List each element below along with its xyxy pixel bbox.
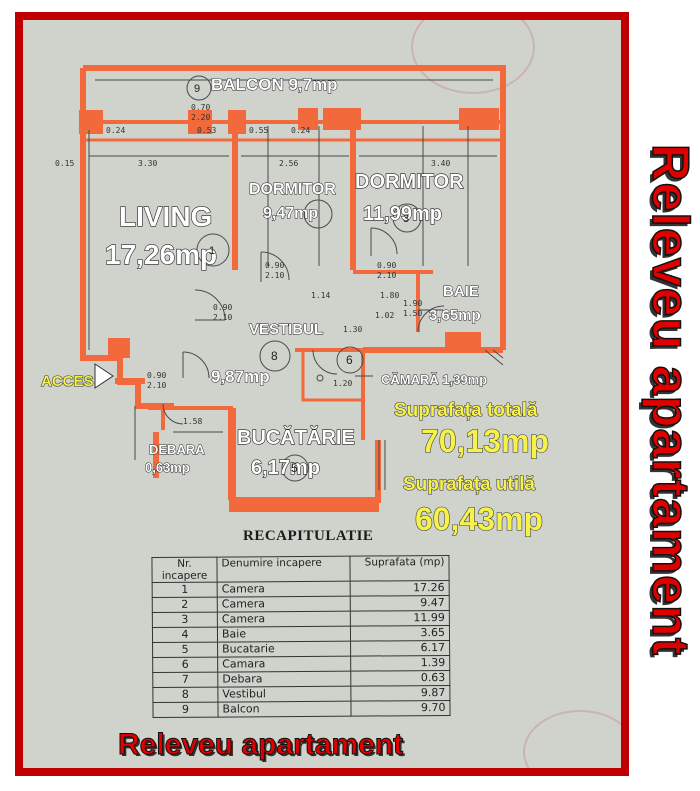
cell-number: 1 xyxy=(152,582,218,598)
access-label: ACCES xyxy=(41,373,94,390)
bedroom1-area: 9,47mp xyxy=(263,205,318,222)
kitchen-area: 6,17mp xyxy=(251,457,320,479)
dim-label: 1.14 xyxy=(311,291,330,300)
cell-number: 7 xyxy=(152,672,218,688)
col-header-name: Denumire incapere xyxy=(216,556,351,583)
cell-number: 9 xyxy=(152,702,219,718)
pantry-label: CĂMARĂ 1,39mp xyxy=(381,372,487,387)
cell-area: 1.39 xyxy=(350,655,450,672)
room-number: 5 xyxy=(291,461,298,475)
wall-pillars xyxy=(79,108,499,512)
cell-area: 17.26 xyxy=(350,580,450,597)
recap-table: Nr. incapere Denumire incapere Suprafata… xyxy=(151,555,451,718)
dim-label: 1.90 xyxy=(403,299,422,308)
dim-label: 2.56 xyxy=(279,159,298,168)
table-header-row: Nr. incapere Denumire incapere Suprafata… xyxy=(151,555,450,583)
bedroom1-label: DORMITOR xyxy=(249,181,336,198)
cell-area: 6.17 xyxy=(350,640,450,657)
dim-label: 1.80 xyxy=(380,291,399,300)
hallway-area: 9,87mp xyxy=(211,367,270,386)
total-area-value: 70,13mp xyxy=(421,423,549,459)
dim-label: 0.55 xyxy=(249,126,268,135)
useful-area-value: 60,43mp xyxy=(415,501,543,537)
cell-number: 6 xyxy=(152,657,218,673)
room-number: 8 xyxy=(271,349,278,363)
dim-label: 3.30 xyxy=(138,159,157,168)
col-header-area: Suprafata (mp) xyxy=(349,555,450,582)
cell-name: Camara xyxy=(217,656,351,673)
bathroom-area: 3,65mp xyxy=(429,307,481,324)
dim-label: 0.90 xyxy=(213,303,232,312)
dim-label: 2.10 xyxy=(213,313,232,322)
dim-label: 2.20 xyxy=(191,113,210,122)
cell-name: Balcon xyxy=(217,701,352,718)
cell-area: 0.63 xyxy=(350,670,450,687)
cell-name: Debara xyxy=(217,671,351,688)
cell-name: Vestibul xyxy=(217,686,351,703)
living-area: 17,26mp xyxy=(105,239,217,270)
dim-label: 1.02 xyxy=(375,311,394,320)
cell-name: Camera xyxy=(217,611,351,628)
room-number: 9 xyxy=(194,83,200,95)
bedroom2-label: DORMITOR xyxy=(355,171,464,193)
cell-number: 4 xyxy=(152,627,218,643)
cell-name: Camera xyxy=(217,596,351,613)
bathroom-label: BAIE xyxy=(443,283,479,300)
storage-label: DEBARA xyxy=(149,442,205,457)
cell-name: Bucatarie xyxy=(217,641,351,658)
floor-plan: 3.30 2.56 3.40 0.15 0.24 0.53 0.55 0.24 … xyxy=(40,65,550,538)
room-number: 1 xyxy=(209,245,215,257)
dim-label: 1.58 xyxy=(183,417,202,426)
dim-label: 2.10 xyxy=(377,271,396,280)
dim-label: 1.20 xyxy=(333,379,352,388)
balcony-label: BALCON 9,7mp xyxy=(211,75,338,94)
cell-area: 9.47 xyxy=(350,595,450,612)
total-area-label: Suprafața totală xyxy=(394,400,538,421)
cell-name: Baie xyxy=(217,626,351,643)
dim-label: 0.24 xyxy=(106,126,125,135)
dim-label: 0.90 xyxy=(377,261,396,270)
bottom-title: Releveu apartament xyxy=(117,728,404,762)
bedroom2-area: 11,99mp xyxy=(363,203,442,225)
dim-label: 0.90 xyxy=(265,261,284,270)
living-label: LIVING xyxy=(119,201,212,232)
dim-label: 2.10 xyxy=(147,381,166,390)
plan-lines xyxy=(88,75,504,490)
dim-label: 0.24 xyxy=(291,126,310,135)
cell-name: Camera xyxy=(217,581,351,598)
floor-plan-sheet: 3.30 2.56 3.40 0.15 0.24 0.53 0.55 0.24 … xyxy=(23,20,621,768)
dim-label: 1.30 xyxy=(343,325,362,334)
cell-area: 9.87 xyxy=(350,685,450,702)
dim-label: 0.90 xyxy=(147,371,166,380)
dim-label: 0.53 xyxy=(197,126,216,135)
storage-area: 0,63mp xyxy=(145,460,190,475)
cell-area: 11.99 xyxy=(350,610,450,627)
side-title: Releveu apartament xyxy=(640,143,700,657)
dim-label: 0.70 xyxy=(191,103,210,112)
cell-number: 8 xyxy=(152,687,218,703)
kitchen-label: BUCĂTĂRIE xyxy=(237,426,355,449)
side-title-container: Releveu apartament xyxy=(640,90,700,710)
cell-area: 3.65 xyxy=(350,625,450,642)
cell-number: 3 xyxy=(152,612,218,628)
dim-label: 2.10 xyxy=(265,271,284,280)
cell-area: 9.70 xyxy=(350,700,451,717)
red-frame: 3.30 2.56 3.40 0.15 0.24 0.53 0.55 0.24 … xyxy=(15,12,629,776)
hallway-label: VESTIBUL xyxy=(249,321,323,338)
useful-area-label: Suprafața utilă xyxy=(403,474,535,495)
cell-number: 5 xyxy=(152,642,218,658)
room-number: 6 xyxy=(346,353,353,367)
dim-label: 3.40 xyxy=(431,159,450,168)
cell-number: 2 xyxy=(152,597,218,613)
access-arrow-icon xyxy=(94,363,114,389)
col-header-number: Nr. incapere xyxy=(151,557,218,583)
dim-label: 1.50 xyxy=(403,309,422,318)
dim-label: 0.15 xyxy=(55,159,74,168)
room-number: 3 xyxy=(403,213,409,225)
recap-title: RECAPITULATIE xyxy=(243,528,374,544)
